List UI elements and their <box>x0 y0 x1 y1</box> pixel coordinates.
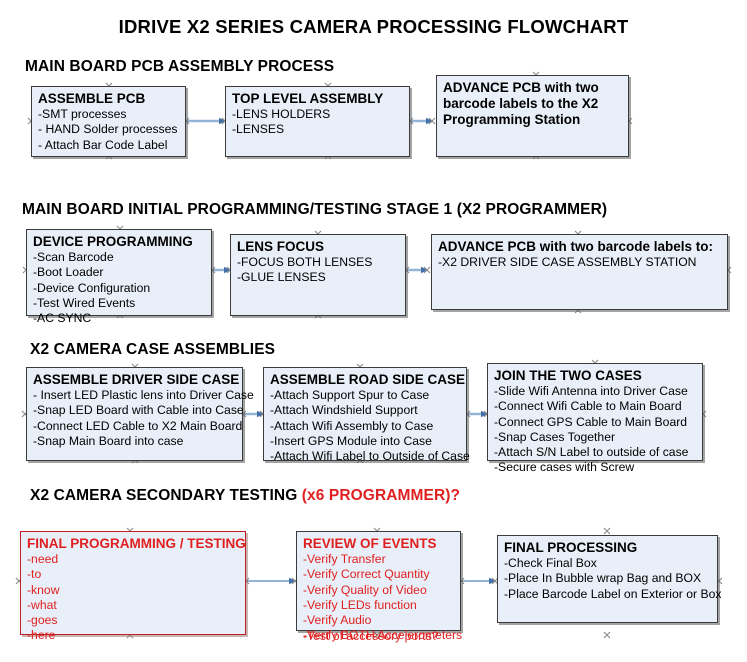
node-final-processing[interactable]: FINAL PROCESSING -Check Final Box -Place… <box>497 535 722 623</box>
node-line: - HAND Solder processes <box>38 122 178 137</box>
node-line: -SMT processes <box>38 107 127 121</box>
section-heading-x2-camera-case-assemblies: X2 CAMERA CASE ASSEMBLIES <box>30 341 276 358</box>
node-line: -Verify Audio <box>303 613 372 628</box>
node-line: -Verify Correct Quantity <box>303 567 430 582</box>
node-line: -X2 DRIVER SIDE CASE ASSEMBLY STATION <box>438 255 697 269</box>
node-line: -GLUE LENSES <box>237 270 326 285</box>
node-line: -Connect GPS Cable to Main Board <box>494 414 688 429</box>
node-line: -Verify Transfer <box>303 552 386 566</box>
node-title: REVIEW OF EVENTS <box>303 536 437 551</box>
section-heading-main-board-pcb-assembly: MAIN BOARD PCB ASSEMBLY PROCESS <box>25 58 335 75</box>
page-title: IDRIVE X2 SERIES CAMERA PROCESSING FLOWC… <box>118 16 629 37</box>
node-advance-pcb-programming-station[interactable]: ADVANCE PCB with two barcode labels to t… <box>436 75 629 157</box>
node-final-programming-testing[interactable]: FINAL PROGRAMMING / TESTING -need -to -k… <box>20 531 246 642</box>
node-lens-focus[interactable]: LENS FOCUS -FOCUS BOTH LENSES -GLUE LENS… <box>230 234 406 316</box>
node-line: -Slide Wifi Antenna into Driver Case <box>494 384 688 398</box>
node-line: -Secure cases with Screw <box>494 460 635 475</box>
node-advance-pcb-driver-side[interactable]: ADVANCE PCB with two barcode labels to: … <box>431 234 728 310</box>
section-heading-text: X2 CAMERA SECONDARY TESTING <box>30 487 302 504</box>
node-line: -Snap LED Board with Cable into Case <box>33 403 244 418</box>
node-title: ASSEMBLE DRIVER SIDE CASE <box>33 372 240 387</box>
node-title: JOIN THE TWO CASES <box>494 368 642 383</box>
node-line: -Place In Bubble wrap Bag and BOX <box>504 571 702 586</box>
node-line: - Insert LED Plastic lens into Driver Ca… <box>33 388 254 402</box>
node-review-of-events[interactable]: REVIEW OF EVENTS -Verify Transfer -Verif… <box>296 531 462 643</box>
node-line: -Snap Cases Together <box>494 429 616 444</box>
node-line: -LENSES <box>232 122 285 137</box>
node-line: -Insert GPS Module into Case <box>270 433 432 448</box>
node-line: -Verify BOTH Accelerometers <box>303 628 463 643</box>
node-line: -Place Barcode Label on Exterior or Box <box>504 586 722 601</box>
node-title: TOP LEVEL ASSEMBLY <box>232 91 384 106</box>
node-line: -Verify LEDs function <box>303 597 417 612</box>
node-line: -Connect LED Cable to X2 Main Board <box>33 418 243 433</box>
node-line: -Device Configuration <box>33 280 151 295</box>
node-top-level-assembly[interactable]: TOP LEVEL ASSEMBLY -LENS HOLDERS -LENSES <box>225 86 410 157</box>
node-line: -Attach Wifi Assembly to Case <box>270 418 434 433</box>
node-line: -FOCUS BOTH LENSES <box>237 255 373 269</box>
node-device-programming[interactable]: DEVICE PROGRAMMING -Scan Barcode -Boot L… <box>26 229 212 325</box>
node-line: -Verify Quality of Video <box>303 582 427 597</box>
node-title: DEVICE PROGRAMMING <box>33 234 193 249</box>
node-title: ASSEMBLE ROAD SIDE CASE <box>270 372 466 387</box>
node-line: -Connect Wifi Cable to Main Board <box>494 399 682 414</box>
node-line: -what <box>27 597 57 612</box>
node-title: ADVANCE PCB with two barcode labels to t… <box>443 80 599 127</box>
node-line: -Snap Main Board into case <box>33 433 184 448</box>
node-line: -Test Wired Events <box>33 295 136 310</box>
node-line: -Check Final Box <box>504 556 597 570</box>
node-line: -Scan Barcode <box>33 250 114 264</box>
node-title: ADVANCE PCB with two barcode labels to: <box>438 239 714 254</box>
node-title: FINAL PROCESSING <box>504 540 638 555</box>
node-title: ASSEMBLE PCB <box>38 91 146 106</box>
node-assemble-road-side-case[interactable]: ASSEMBLE ROAD SIDE CASE -Attach Support … <box>263 367 470 464</box>
node-assemble-pcb[interactable]: ASSEMBLE PCB -SMT processes - HAND Solde… <box>31 86 186 157</box>
node-line: -LENS HOLDERS <box>232 107 331 121</box>
node-line: -AC SYNC <box>33 311 92 326</box>
node-line: - Attach Bar Code Label <box>38 137 168 152</box>
node-line: -Attach Support Spur to Case <box>270 388 430 402</box>
node-overflow-line: -Test of accessory ports? <box>303 628 439 643</box>
node-line: -here <box>27 628 56 643</box>
node-line: -need <box>27 552 59 566</box>
node-assemble-driver-side-case[interactable]: ASSEMBLE DRIVER SIDE CASE - Insert LED P… <box>26 367 254 461</box>
node-title: FINAL PROGRAMMING / TESTING <box>27 536 246 551</box>
section-heading-main-board-initial-programming: MAIN BOARD INITIAL PROGRAMMING/TESTING S… <box>22 201 608 218</box>
section-heading-x2-camera-secondary-testing: X2 CAMERA SECONDARY TESTING (x6 PROGRAMM… <box>30 487 460 505</box>
node-line: -Attach S/N Label to outside of case <box>494 445 689 460</box>
node-line: -know <box>27 582 60 597</box>
node-join-the-two-cases[interactable]: JOIN THE TWO CASES -Slide Wifi Antenna i… <box>487 363 703 474</box>
node-line: -Attach Wifi Label to Outside of Case <box>270 449 470 464</box>
node-line: -Attach Windshield Support <box>270 403 418 418</box>
node-title: LENS FOCUS <box>237 239 325 254</box>
node-line: -to <box>27 567 42 582</box>
node-line: -Boot Loader <box>33 265 104 280</box>
section-heading-accent: (x6 PROGRAMMER)? <box>301 487 461 504</box>
node-line: -goes <box>27 613 58 628</box>
